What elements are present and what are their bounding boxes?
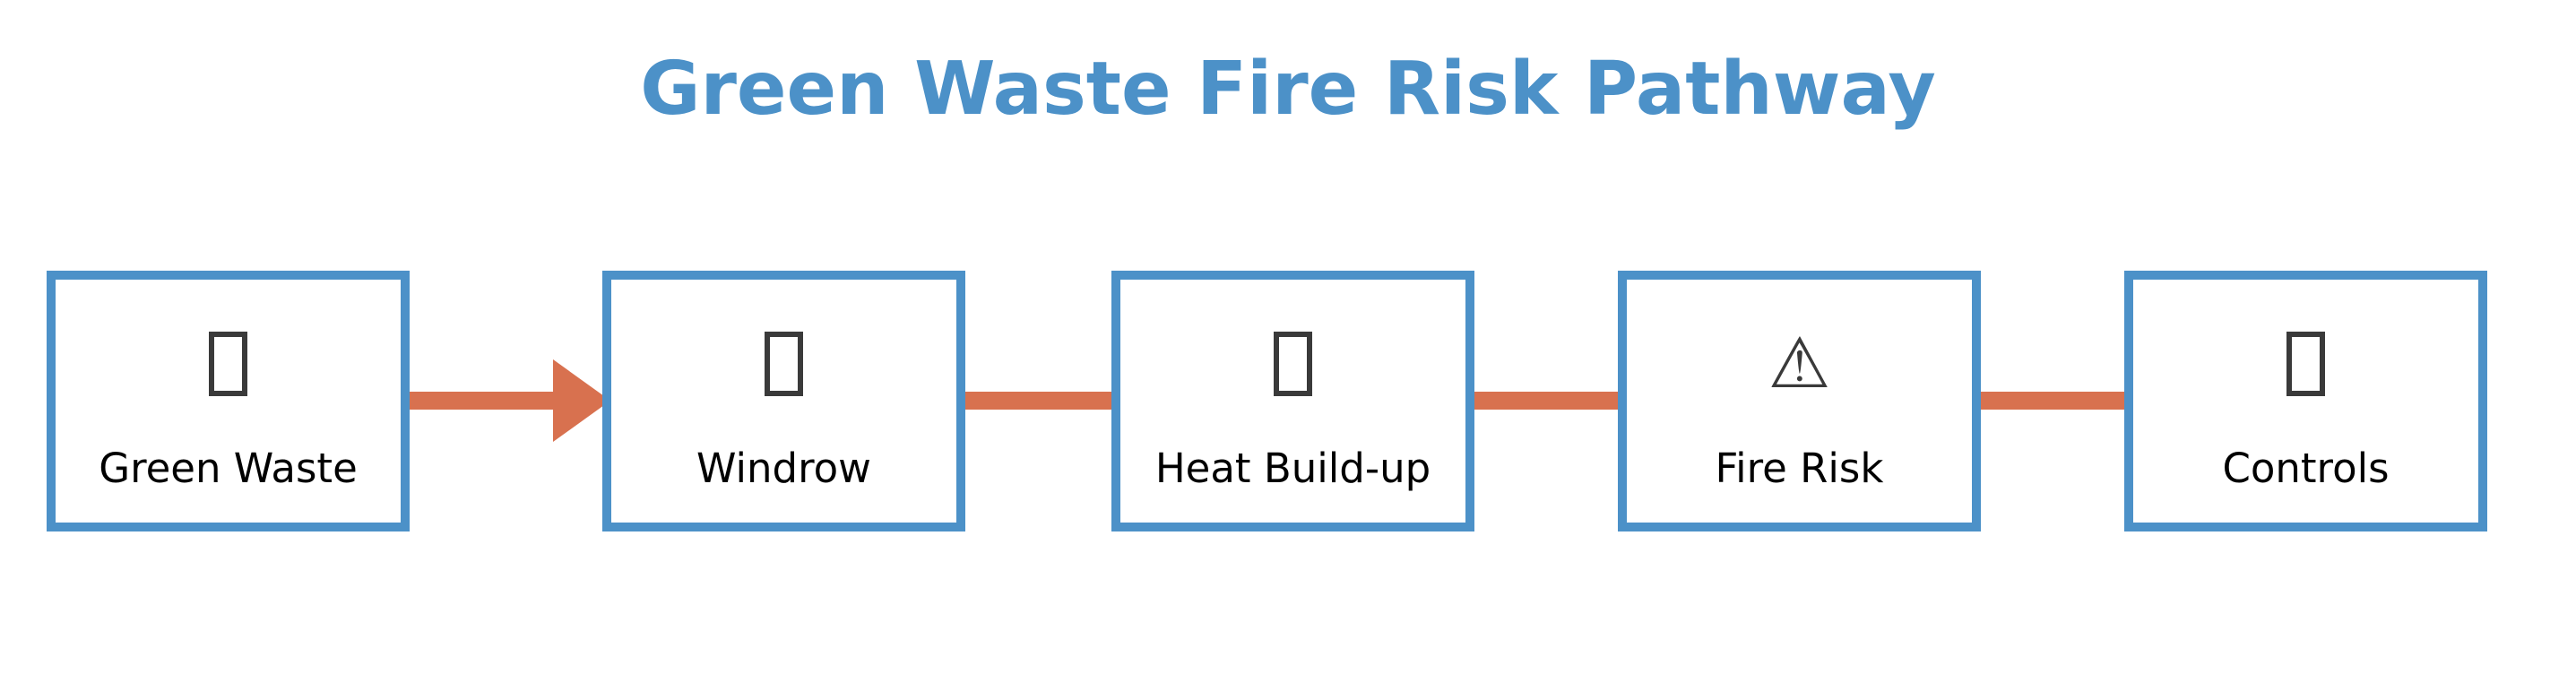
node-label: Controls (2222, 445, 2390, 492)
icon-slot: ⚠ (1627, 324, 1972, 404)
node-green-waste: Green Waste (47, 271, 410, 531)
node-label: Fire Risk (1715, 445, 1884, 492)
node-windrow: Windrow (602, 271, 965, 531)
icon-slot (2133, 330, 2478, 398)
missing-glyph-icon (1274, 332, 1312, 396)
connector-arrow-shaft (410, 392, 555, 410)
warning-triangle-icon: ⚠ (1768, 324, 1831, 404)
icon-slot (611, 330, 956, 398)
arrow-head-icon (553, 359, 610, 442)
node-heat-build-up: Heat Build-up (1111, 271, 1474, 531)
connector-heat-build-up-to-fire-risk (1474, 392, 1618, 410)
figure-title: Green Waste Fire Risk Pathway (640, 47, 1936, 132)
node-label: Windrow (696, 445, 871, 492)
icon-slot (1120, 330, 1465, 398)
connector-windrow-to-heat-build-up (965, 392, 1111, 410)
node-label: Heat Build-up (1154, 445, 1431, 492)
node-label: Green Waste (99, 445, 358, 492)
node-fire-risk: ⚠ Fire Risk (1618, 271, 1981, 531)
connector-fire-risk-to-controls (1981, 392, 2124, 410)
node-controls: Controls (2124, 271, 2487, 531)
missing-glyph-icon (2286, 332, 2325, 396)
missing-glyph-icon (209, 332, 247, 396)
missing-glyph-icon (765, 332, 803, 396)
icon-slot (56, 330, 401, 398)
